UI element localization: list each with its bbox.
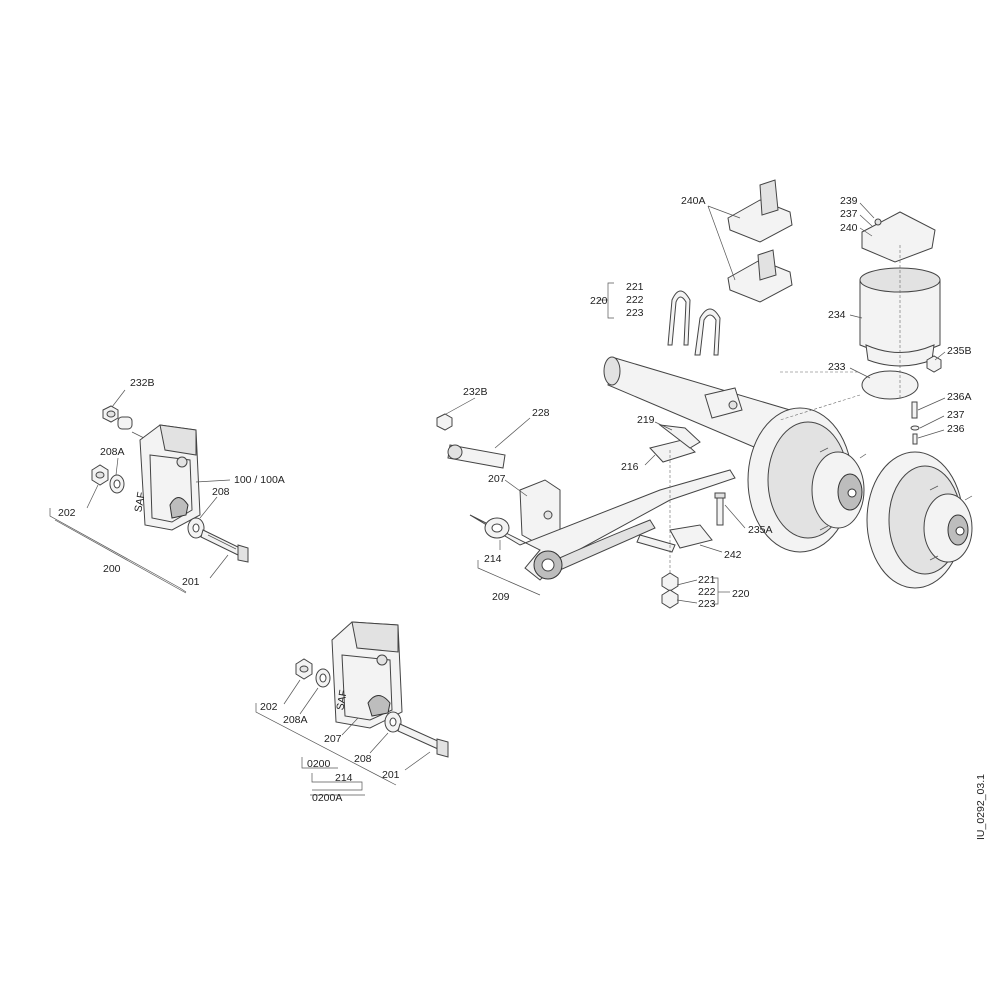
label-219: 219 — [637, 414, 655, 426]
svg-text:SAF: SAF — [132, 491, 147, 513]
label-100-100A: 100 / 100A — [234, 474, 285, 486]
label-234: 234 — [828, 309, 846, 321]
label-237-lower: 237 — [947, 409, 965, 421]
label-228: 228 — [532, 407, 550, 419]
u-bolts-and-air-spring — [598, 179, 946, 445]
label-239: 239 — [840, 195, 858, 207]
label-235B: 235B — [947, 345, 972, 357]
wheel-hub-drums — [747, 407, 973, 589]
label-201-bottom: 201 — [382, 769, 400, 781]
label-221-lower: 221 — [698, 574, 716, 586]
label-223-lower: 223 — [698, 598, 716, 610]
trailing-arm-and-axle — [436, 356, 791, 609]
label-222-upper: 222 — [626, 294, 644, 306]
label-221-upper: 221 — [626, 281, 644, 293]
label-202-bottom: 202 — [260, 701, 278, 713]
label-208A-bottom: 208A — [283, 714, 308, 726]
label-214-center: 214 — [484, 553, 502, 565]
label-0200A: 0200A — [312, 792, 342, 804]
label-208-left: 208 — [212, 486, 230, 498]
label-208A-left: 208A — [100, 446, 125, 458]
label-220-lower: 220 — [732, 588, 750, 600]
label-207-bottom: 207 — [324, 733, 342, 745]
label-233: 233 — [828, 361, 846, 373]
label-222-lower: 222 — [698, 586, 716, 598]
label-240A: 240A — [681, 195, 706, 207]
label-232B-center: 232B — [463, 386, 488, 398]
label-223-upper: 223 — [626, 307, 644, 319]
label-236A: 236A — [947, 391, 972, 403]
label-220-upper: 220 — [590, 295, 608, 307]
label-201-left: 201 — [182, 576, 200, 588]
label-209: 209 — [492, 591, 510, 603]
label-214-bottom: 214 — [335, 772, 353, 784]
label-216: 216 — [621, 461, 639, 473]
drawing-id: IU_0292_03.1 — [975, 774, 987, 840]
label-208-bottom: 208 — [354, 753, 372, 765]
label-207-center: 207 — [488, 473, 506, 485]
label-240: 240 — [840, 222, 858, 234]
part-labels: 232B 208A 202 100 / 100A 208 200 201 202… — [58, 195, 987, 840]
label-237-upper: 237 — [840, 208, 858, 220]
label-200: 200 — [103, 563, 121, 575]
label-236: 236 — [947, 423, 965, 435]
label-242: 242 — [724, 549, 742, 561]
label-202-left: 202 — [58, 507, 76, 519]
label-235A: 235A — [748, 524, 773, 536]
hanger-bracket-assembly-bottom: SAF — [255, 621, 449, 796]
label-0200: 0200 — [307, 758, 331, 770]
label-232B-left: 232B — [130, 377, 155, 389]
svg-text:SAF: SAF — [334, 689, 349, 711]
hanger-bracket-assembly-left: SAF — [49, 389, 249, 594]
